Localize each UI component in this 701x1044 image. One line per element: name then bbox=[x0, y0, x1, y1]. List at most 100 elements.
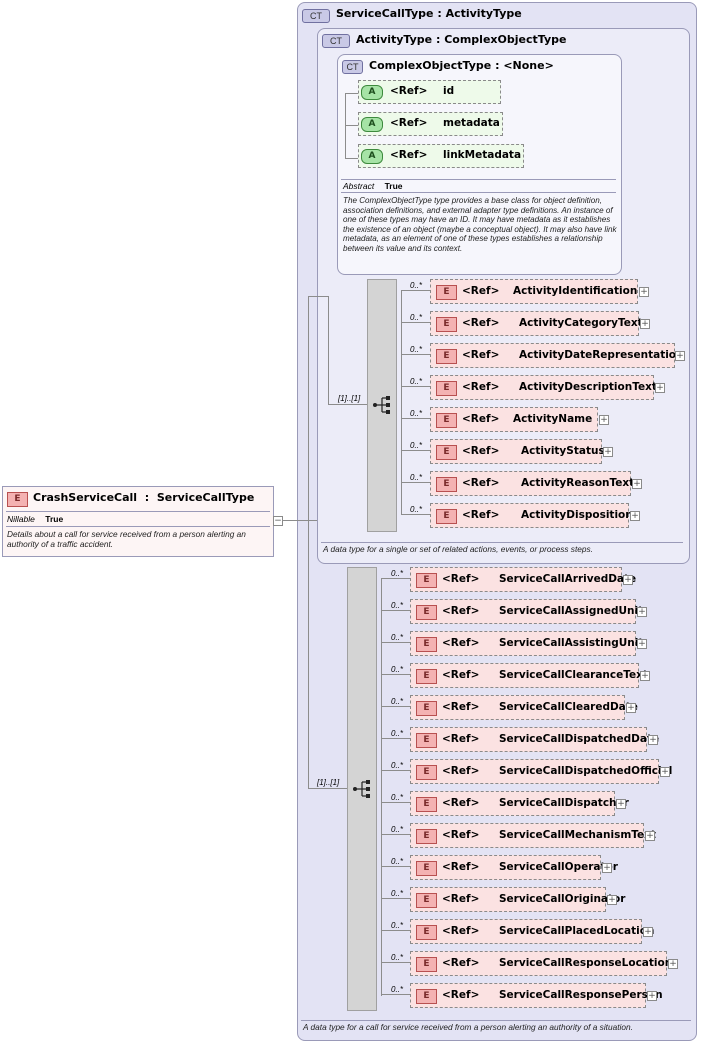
element-connector bbox=[381, 578, 410, 579]
element-connector bbox=[381, 610, 410, 611]
mid-separator bbox=[321, 542, 683, 543]
root-separator bbox=[6, 511, 270, 512]
element-badge: E bbox=[436, 317, 457, 332]
element-activity-status[interactable]: E <Ref> ActivityStatus bbox=[430, 439, 605, 464]
element-cardinality: 0..* bbox=[391, 953, 404, 962]
inner-type-separator: : bbox=[495, 59, 504, 72]
element-badge: E bbox=[416, 861, 437, 876]
expand-toggle[interactable]: + bbox=[643, 927, 653, 937]
expand-toggle[interactable]: + bbox=[630, 511, 640, 521]
expand-toggle[interactable]: + bbox=[675, 351, 685, 361]
attribute-metadata[interactable]: A <Ref> metadata bbox=[358, 112, 503, 136]
element-service-call-arrived-date[interactable]: E<Ref>ServiceCallArrivedDate bbox=[410, 567, 636, 592]
outer-type-title: ServiceCallType : ActivityType bbox=[336, 7, 522, 20]
element-badge: E bbox=[436, 477, 457, 492]
root-nillable-property: Nillable True bbox=[7, 514, 63, 524]
expand-toggle[interactable]: + bbox=[640, 671, 650, 681]
element-name: ServiceCallDispatchedDate bbox=[499, 733, 660, 745]
element-activity-identification[interactable]: E <Ref> ActivityIdentification bbox=[430, 279, 638, 304]
element-activity-disposition[interactable]: E <Ref> ActivityDisposition bbox=[430, 503, 633, 528]
element-ref-label: <Ref> bbox=[442, 797, 480, 809]
element-cardinality: 0..* bbox=[391, 633, 404, 642]
expand-toggle[interactable]: + bbox=[626, 703, 636, 713]
expand-toggle[interactable]: + bbox=[637, 639, 647, 649]
inner-separator bbox=[341, 179, 616, 180]
element-ref-label: <Ref> bbox=[442, 637, 480, 649]
element-badge: E bbox=[436, 445, 457, 460]
element-service-call-dispatcher[interactable]: E<Ref>ServiceCallDispatcher bbox=[410, 791, 629, 816]
attribute-ref-label: <Ref> bbox=[390, 117, 428, 129]
element-name: ActivityDisposition bbox=[521, 509, 633, 521]
element-cardinality: 0..* bbox=[391, 761, 404, 770]
element-activity-description-text[interactable]: E <Ref> ActivityDescriptionText bbox=[430, 375, 657, 400]
mid-type-title: ActivityType : ComplexObjectType bbox=[356, 33, 566, 46]
element-service-call-response-location[interactable]: E<Ref>ServiceCallResponseLocation bbox=[410, 951, 672, 976]
element-name: ServiceCallAssignedUnit bbox=[499, 605, 644, 617]
element-service-call-mechanism-text[interactable]: E<Ref>ServiceCallMechanismText bbox=[410, 823, 656, 848]
expand-toggle[interactable]: + bbox=[602, 863, 612, 873]
element-ref-label: <Ref> bbox=[462, 317, 500, 329]
element-ref-label: <Ref> bbox=[442, 925, 480, 937]
expand-toggle[interactable]: + bbox=[603, 447, 613, 457]
element-cardinality: 0..* bbox=[410, 377, 423, 386]
outer-sequence-compositor[interactable] bbox=[347, 567, 377, 1011]
element-service-call-cleared-date[interactable]: E<Ref>ServiceCallClearedDate bbox=[410, 695, 638, 720]
expand-toggle[interactable]: + bbox=[623, 575, 633, 585]
element-connector bbox=[401, 290, 430, 291]
element-activity-category-text[interactable]: E <Ref> ActivityCategoryText bbox=[430, 311, 643, 336]
element-connector bbox=[381, 674, 410, 675]
attribute-link-metadata[interactable]: A <Ref> linkMetadata bbox=[358, 144, 524, 168]
element-name: ServiceCallDispatchedOfficial bbox=[499, 765, 673, 777]
element-badge: E bbox=[416, 797, 437, 812]
root-element-badge: E bbox=[7, 492, 28, 507]
element-badge: E bbox=[436, 509, 457, 524]
attribute-connector bbox=[345, 93, 358, 94]
element-badge: E bbox=[416, 829, 437, 844]
element-service-call-dispatched-official[interactable]: E<Ref>ServiceCallDispatchedOfficial bbox=[410, 759, 672, 784]
element-name: ActivityCategoryText bbox=[519, 317, 643, 329]
root-collapse-toggle[interactable]: − bbox=[273, 516, 283, 526]
element-cardinality: 0..* bbox=[410, 441, 423, 450]
element-service-call-assisting-unit[interactable]: E<Ref>ServiceCallAssistingUnit bbox=[410, 631, 643, 656]
element-service-call-operator[interactable]: E<Ref>ServiceCallOperator bbox=[410, 855, 618, 880]
attribute-badge: A bbox=[361, 85, 383, 100]
inner-type-title: ComplexObjectType : <None> bbox=[369, 59, 554, 72]
expand-toggle[interactable]: + bbox=[607, 895, 617, 905]
expand-toggle[interactable]: + bbox=[616, 799, 626, 809]
element-activity-reason-text[interactable]: E <Ref> ActivityReasonText bbox=[430, 471, 634, 496]
outer-sequence-cardinality: [1]..[1] bbox=[317, 778, 340, 787]
element-service-call-dispatched-date[interactable]: E<Ref>ServiceCallDispatchedDate bbox=[410, 727, 659, 752]
element-connector bbox=[401, 514, 430, 515]
expand-toggle[interactable]: + bbox=[637, 607, 647, 617]
expand-toggle[interactable]: + bbox=[639, 287, 649, 297]
element-name: ActivityName bbox=[513, 413, 593, 425]
element-service-call-assigned-unit[interactable]: E<Ref>ServiceCallAssignedUnit bbox=[410, 599, 643, 624]
element-service-call-response-person[interactable]: E<Ref>ServiceCallResponsePerson bbox=[410, 983, 663, 1008]
expand-toggle[interactable]: + bbox=[647, 991, 657, 1001]
element-cardinality: 0..* bbox=[391, 825, 404, 834]
outer-description: A data type for a call for service recei… bbox=[303, 1022, 633, 1032]
element-service-call-placed-location[interactable]: E<Ref>ServiceCallPlacedLocation bbox=[410, 919, 654, 944]
root-prop-key: Nillable bbox=[7, 514, 35, 524]
element-cardinality: 0..* bbox=[410, 505, 423, 514]
element-activity-name[interactable]: E <Ref> ActivityName bbox=[430, 407, 598, 432]
expand-toggle[interactable]: + bbox=[632, 479, 642, 489]
element-service-call-clearance-text[interactable]: E<Ref>ServiceCallClearanceText bbox=[410, 663, 648, 688]
element-service-call-originator[interactable]: E<Ref>ServiceCallOriginator bbox=[410, 887, 625, 912]
expand-toggle[interactable]: + bbox=[668, 959, 678, 969]
element-cardinality: 0..* bbox=[391, 857, 404, 866]
expand-toggle[interactable]: + bbox=[648, 735, 658, 745]
ct-badge-inner: CT bbox=[342, 60, 363, 74]
element-ref-label: <Ref> bbox=[442, 605, 480, 617]
element-ref-label: <Ref> bbox=[442, 765, 480, 777]
expand-toggle[interactable]: + bbox=[655, 383, 665, 393]
expand-toggle[interactable]: + bbox=[660, 767, 670, 777]
element-activity-date-representation[interactable]: E <Ref> ActivityDateRepresentation bbox=[430, 343, 684, 368]
expand-toggle[interactable]: + bbox=[645, 831, 655, 841]
attribute-id[interactable]: A <Ref> id bbox=[358, 80, 501, 104]
expand-toggle[interactable]: + bbox=[640, 319, 650, 329]
attribute-ref-label: <Ref> bbox=[390, 85, 428, 97]
expand-toggle[interactable]: + bbox=[599, 415, 609, 425]
root-element-box[interactable]: E CrashServiceCall : ServiceCallType Nil… bbox=[2, 486, 274, 557]
element-ref-label: <Ref> bbox=[462, 509, 500, 521]
